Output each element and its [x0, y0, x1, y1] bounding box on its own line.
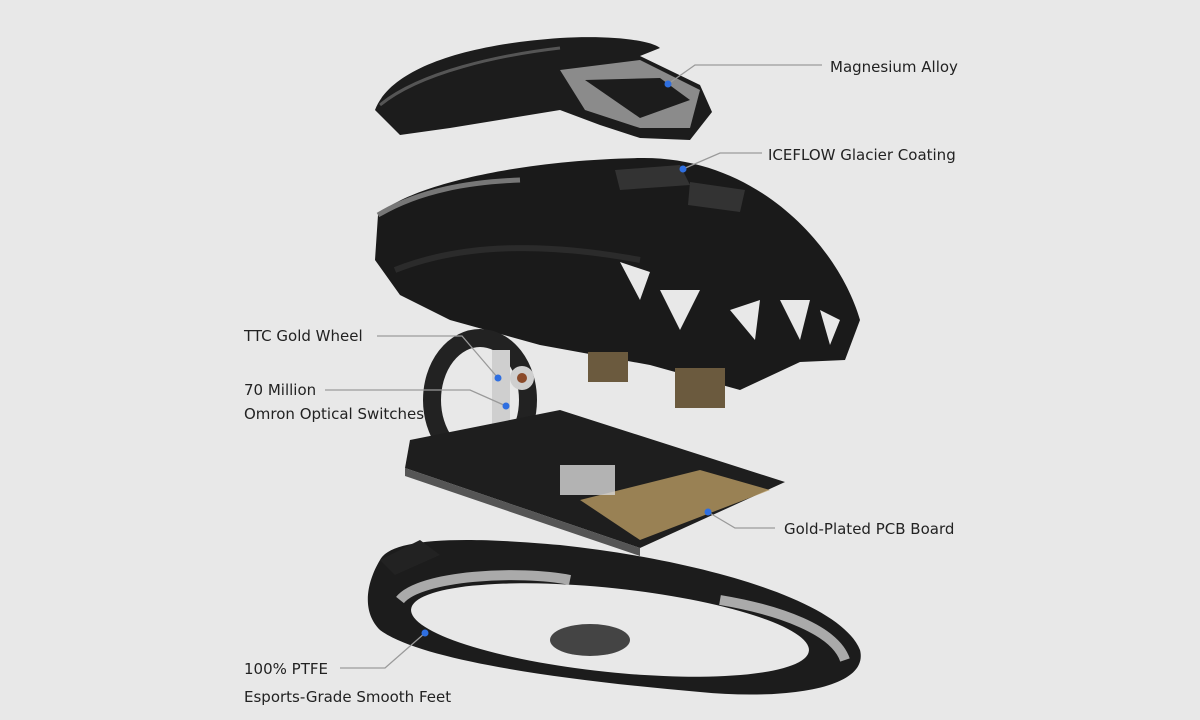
main-shell — [375, 157, 860, 408]
label-switches-line1: 70 Million — [244, 381, 317, 399]
label-magnesium-alloy: Magnesium Alloy — [830, 58, 958, 76]
pcb-board — [405, 410, 785, 556]
label-pcb-board: Gold-Plated PCB Board — [784, 520, 955, 538]
base-plate — [367, 540, 861, 695]
label-switches-line2: Omron Optical Switches — [244, 405, 425, 423]
label-ttc-gold-wheel: TTC Gold Wheel — [244, 327, 363, 345]
callout-dots — [421, 80, 712, 637]
label-iceflow-coating: ICEFLOW Glacier Coating — [768, 146, 956, 164]
label-ptfe-line2: Esports-Grade Smooth Feet — [244, 688, 452, 706]
magnesium-alloy-shell — [375, 37, 712, 141]
label-ptfe-line1: 100% PTFE — [244, 660, 328, 678]
leader-lines — [325, 64, 822, 669]
